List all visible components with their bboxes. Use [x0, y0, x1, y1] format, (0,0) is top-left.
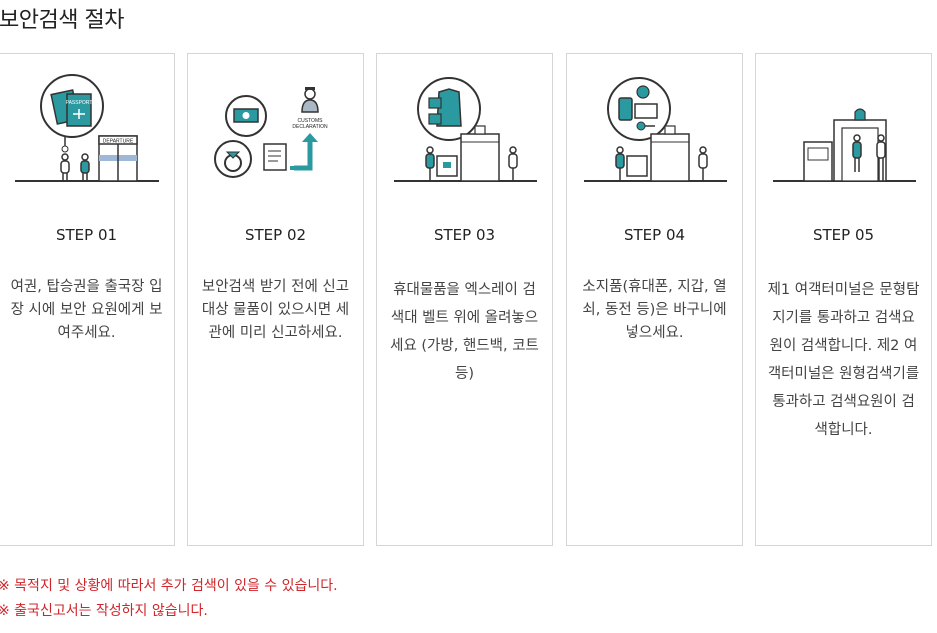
note-departure-card: ※ 출국신고서는 작성하지 않습니다. — [0, 603, 208, 619]
declaration-text: DECLARATION — [292, 124, 328, 130]
passport-check-illustration: PASSPORT DEPARTURE — [15, 74, 159, 182]
step-description: 여권, 탑승권을 출국장 입장 시에 보안 요원에게 보여주세요. — [10, 279, 163, 341]
step-label: STEP 01 — [55, 226, 118, 244]
body-scanner-illustration — [773, 108, 916, 182]
step-card-1: PASSPORT DEPARTURE STEP 01 여권, 탑승권을 출국장 … — [0, 53, 175, 546]
step-description: 보안검색 받기 전에 신고대상 물품이 있으시면 세관에 미리 신고하세요. — [201, 279, 350, 341]
belongings-tray-illustration — [584, 77, 727, 182]
page-title: 보안검색 절차 — [0, 8, 124, 33]
step-card-4: STEP 04 소지품(휴대폰, 지갑, 열쇠, 동전 등)은 바구니에 넣으세… — [566, 53, 743, 546]
svg-text:PASSPORT: PASSPORT — [66, 100, 93, 106]
customs-text: CUSTOMS — [298, 118, 324, 124]
step-description: 소지품(휴대폰, 지갑, 열쇠, 동전 등)은 바구니에 넣으세요. — [582, 279, 727, 341]
note-additional-search: ※ 목적지 및 상황에 따라서 추가 검색이 있을 수 있습니다. — [0, 578, 338, 594]
step-description: 제1 여객터미널은 문형탐지기를 통과하고 검색요원이 검색합니다. 제2 여객… — [767, 282, 920, 438]
step-card-3: STEP 03 휴대물품을 엑스레이 검색대 벨트 위에 올려놓으세요 (가방,… — [376, 53, 553, 546]
step-card-5: STEP 05 제1 여객터미널은 문형탐지기를 통과하고 검색요원이 검색합니… — [755, 53, 932, 546]
step-label: STEP 05 — [812, 226, 875, 244]
step-card-2: CUSTOMS DECLARATION STEP 02 보안검색 받기 전에 신… — [187, 53, 364, 546]
step-label: STEP 04 — [623, 226, 686, 244]
xray-belt-illustration — [394, 77, 537, 182]
departure-sign-text: DEPARTURE — [103, 139, 134, 145]
step-label: STEP 03 — [433, 226, 496, 244]
step-label: STEP 02 — [244, 226, 307, 244]
step-description: 휴대물품을 엑스레이 검색대 벨트 위에 올려놓으세요 (가방, 핸드백, 코트… — [390, 282, 539, 382]
customs-declaration-illustration: CUSTOMS DECLARATION — [214, 87, 328, 178]
